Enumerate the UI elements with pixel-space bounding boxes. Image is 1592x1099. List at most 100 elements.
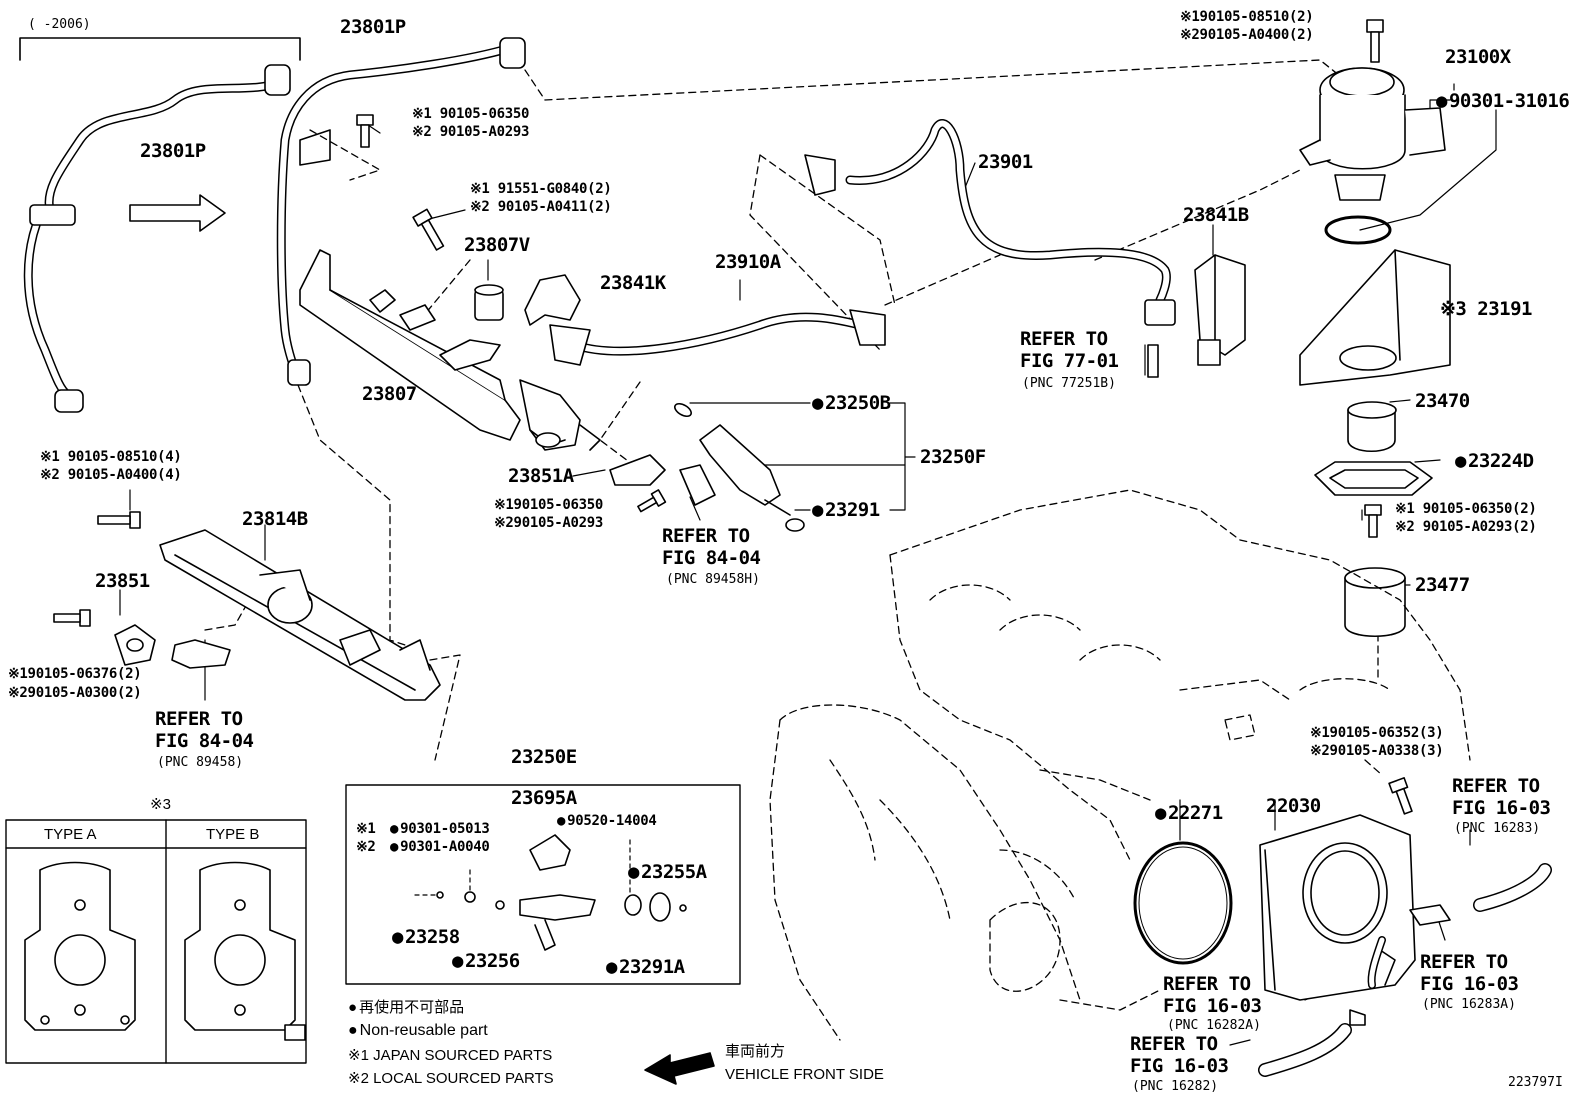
part-22271[interactable]: 22271 [1155, 804, 1223, 823]
part-23191[interactable]: ※3 23191 [1440, 298, 1533, 320]
hose-23910A [549, 309, 886, 366]
refer-16283a-line1[interactable]: REFER TO [1420, 951, 1508, 973]
o-ring-22271 [1133, 841, 1233, 965]
part-23841K[interactable]: 23841K [600, 272, 666, 294]
bolt5-line1[interactable]: ※190105-06350 [494, 497, 603, 513]
part-22030[interactable]: 22030 [1266, 795, 1321, 817]
part-23250F[interactable]: 23250F [920, 446, 986, 468]
gasket-inner [1329, 469, 1419, 489]
refer-pipe [1147, 344, 1159, 378]
bolt8-line2[interactable]: ※290105-A0338(3) [1310, 743, 1444, 759]
part-23841B[interactable]: 23841B [1183, 204, 1249, 226]
bolt8-line1[interactable]: ※190105-06352(3) [1310, 725, 1444, 741]
bolt6-line2[interactable]: ※290105-A0300(2) [8, 685, 142, 701]
refer-16283-line1[interactable]: REFER TO [1452, 775, 1540, 797]
refer-84-04h-line2[interactable]: FIG 84-04 [662, 547, 761, 569]
part-23801P-top[interactable]: 23801P [340, 16, 406, 38]
fuel-hose-left [23, 64, 291, 413]
arrow-icon [129, 194, 226, 232]
legend-non-reusable-en: Non-reusable part [348, 1023, 488, 1039]
legend-japan: ※1 JAPAN SOURCED PARTS [348, 1047, 553, 1064]
injector-23250F [674, 402, 805, 532]
refer-84-04-line2[interactable]: FIG 84-04 [155, 730, 254, 752]
bolt6-line1[interactable]: ※190105-06376(2) [8, 666, 142, 682]
bolt3-line2[interactable]: ※290105-A0400(2) [1180, 27, 1314, 43]
part-23814B[interactable]: 23814B [242, 508, 308, 530]
part-90520-14004[interactable]: 90520-14004 [557, 814, 657, 828]
part-23470 [1347, 401, 1397, 452]
fitting-16282A [1349, 1009, 1366, 1026]
front-jp: 車両前方 [725, 1043, 786, 1060]
part-23851 [114, 624, 156, 666]
period-bracket [19, 37, 301, 61]
refer-77-01-line1[interactable]: REFER TO [1020, 328, 1108, 350]
part-23477 [1344, 567, 1406, 638]
part-23801P-left[interactable]: 23801P [140, 140, 206, 162]
bolt1-line2[interactable]: ※2 90105-A0293 [412, 124, 530, 140]
type-b-gasket [184, 861, 306, 1041]
bolt2-line2[interactable]: ※2 90105-A0411(2) [470, 199, 612, 215]
hose-23901 [804, 119, 1176, 326]
refer-77-01-line2[interactable]: FIG 77-01 [1020, 350, 1119, 372]
part-23470[interactable]: 23470 [1415, 390, 1470, 412]
engine-outline [769, 489, 1471, 1041]
part-23100X[interactable]: 23100X [1445, 46, 1511, 68]
bolt3-line1[interactable]: ※190105-08510(2) [1180, 9, 1314, 25]
part-23695A[interactable]: 23695A [511, 787, 577, 809]
part-23291[interactable]: 23291 [812, 501, 880, 520]
part-23851A[interactable]: 23851A [508, 465, 574, 487]
refer-16283-line2[interactable]: FIG 16-03 [1452, 797, 1551, 819]
part-23258[interactable]: 23258 [392, 928, 460, 947]
refer-16282-line1[interactable]: REFER TO [1130, 1033, 1218, 1055]
hose-16283 [1473, 863, 1552, 912]
refer-16282-pnc: (PNC 16282) [1132, 1079, 1219, 1094]
bolt4-line1[interactable]: ※1 90105-08510(4) [40, 449, 182, 465]
refer-84-04-line1[interactable]: REFER TO [155, 708, 243, 730]
part-23901[interactable]: 23901 [978, 151, 1033, 173]
bracket-23191 [1299, 249, 1451, 386]
bolt1-line1[interactable]: ※1 90105-06350 [412, 106, 530, 122]
part-23256[interactable]: 23256 [452, 952, 520, 971]
refer-16282a-line2[interactable]: FIG 16-03 [1163, 995, 1262, 1017]
bolt-icons [53, 19, 1413, 815]
part-23250B[interactable]: 23250B [812, 394, 891, 413]
clamp-23851A [609, 454, 666, 486]
bolt9-line2[interactable]: 90301-A0040 [390, 840, 490, 854]
part-23250E[interactable]: 23250E [511, 746, 577, 768]
fuel-pump-23100X [1299, 67, 1446, 201]
part-90301-31016[interactable]: 90301-31016 [1436, 92, 1570, 111]
part-23291A[interactable]: 23291A [606, 958, 685, 977]
bolt5-line2[interactable]: ※290105-A0293 [494, 515, 603, 531]
bolt7-line1[interactable]: ※1 90105-06350(2) [1395, 501, 1537, 517]
bolt9-line1[interactable]: 90301-05013 [390, 822, 490, 836]
refer-77-01-pnc: (PNC 77251B) [1022, 376, 1116, 391]
refer-84-04h-line1[interactable]: REFER TO [662, 525, 750, 547]
refer-84-04-pnc: (PNC 89458) [157, 755, 244, 770]
bolt2-line1[interactable]: ※1 91551-G0840(2) [470, 181, 612, 197]
bolt9-mark2: ※2 [356, 839, 376, 855]
bolt7-line2[interactable]: ※2 90105-A0293(2) [1395, 519, 1537, 535]
refer-16283a-line2[interactable]: FIG 16-03 [1420, 973, 1519, 995]
part-23807V[interactable]: 23807V [464, 234, 530, 256]
part-23255A[interactable]: 23255A [628, 863, 707, 882]
front-arrow-icon [644, 1052, 715, 1085]
refer-16282a-line1[interactable]: REFER TO [1163, 973, 1251, 995]
sensor-connector [171, 639, 231, 669]
fuel-rail-23807 [299, 249, 601, 451]
bolt4-line2[interactable]: ※2 90105-A0400(4) [40, 467, 182, 483]
refer-16282-line2[interactable]: FIG 16-03 [1130, 1055, 1229, 1077]
type-a-gasket [24, 861, 136, 1031]
diagram-id: 223797I [1508, 1075, 1563, 1090]
box-23250E [345, 784, 741, 985]
part-23910A[interactable]: 23910A [715, 251, 781, 273]
type-a-label: TYPE A [44, 826, 97, 843]
refer-16282a-pnc: (PNC 16282A) [1167, 1018, 1261, 1033]
part-23851[interactable]: 23851 [95, 570, 150, 592]
part-23477[interactable]: 23477 [1415, 574, 1470, 596]
type-b-label: TYPE B [206, 826, 260, 843]
part-23224D[interactable]: 23224D [1455, 452, 1534, 471]
part-23807[interactable]: 23807 [362, 383, 417, 405]
legend-non-reusable-jp: 再使用不可部品 [348, 1000, 464, 1015]
type-box-note: ※3 [150, 796, 171, 813]
